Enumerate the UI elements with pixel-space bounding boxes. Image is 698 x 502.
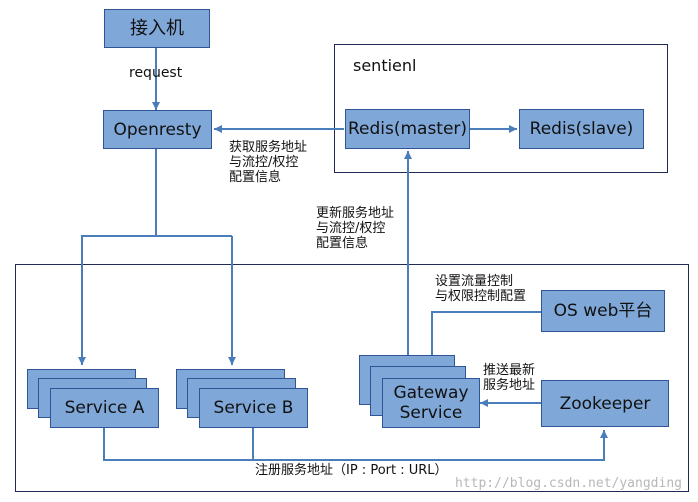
sentinel-frame [334,44,668,173]
redis-slave-node: Redis(slave) [519,109,644,149]
sentinel-title: sentienl [353,56,417,75]
watermark: http://blog.csdn.net/yangding [455,476,682,491]
service-a-node: Service A [50,388,159,428]
openresty-node: Openresty [103,110,212,149]
register-label: 注册服务地址（IP : Port : URL） [255,463,448,478]
edge-services-register [103,428,608,461]
set-config-label: 设置流量控制 与权限控制配置 [435,274,527,304]
fetch-config-label: 获取服务地址 与流控/权控 配置信息 [229,140,308,185]
zookeeper-node: Zookeeper [541,380,669,427]
gateway-node: Gateway Service [382,378,480,428]
request-label: request [129,65,183,81]
service-b-node: Service B [199,388,308,428]
redis-master-node: Redis(master) [345,109,470,149]
services-frame [15,264,689,492]
os-web-node: OS web平台 [541,290,665,332]
edge-osweb-to-gateway [428,311,541,370]
edge-openresty-to-services [81,149,157,365]
access-node: 接入机 [104,9,210,48]
push-address-label: 推送最新 服务地址 [483,363,536,393]
update-config-label: 更新服务地址 与流控/权控 配置信息 [316,206,395,251]
